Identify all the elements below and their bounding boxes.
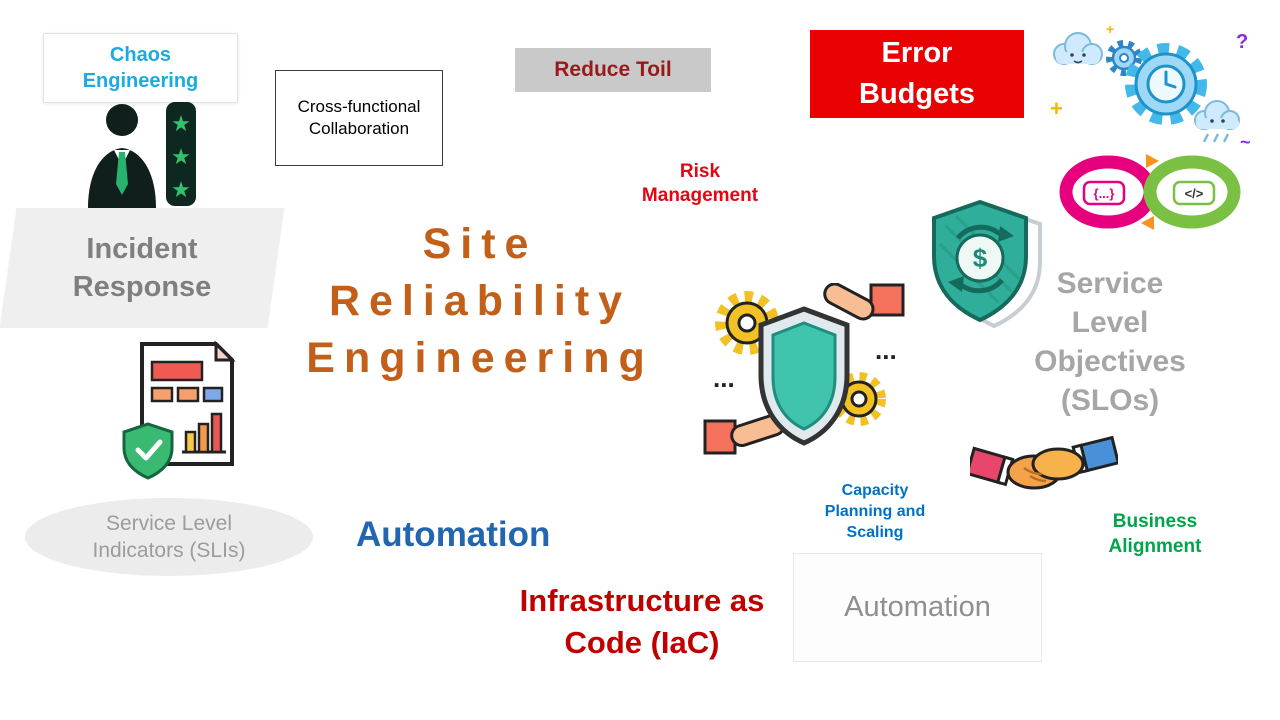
cross-functional-label: Cross-functional Collaboration [297, 96, 421, 138]
svg-text:+: + [1050, 96, 1063, 121]
handshake-icon [970, 426, 1118, 506]
risk-management-label: Risk Management [641, 161, 759, 206]
chaos-engineering-label: Chaos Engineering [82, 44, 199, 92]
svg-text:~: ~ [1240, 132, 1251, 152]
svg-text:$: $ [973, 243, 988, 273]
svg-text:★: ★ [171, 144, 191, 169]
cloud-right [1194, 100, 1240, 143]
reduce-toil-banner: Reduce Toil [515, 48, 711, 92]
svg-text:{...}: {...} [1094, 186, 1115, 201]
svg-text:...: ... [713, 363, 735, 393]
svg-text:★: ★ [171, 111, 191, 136]
svg-text:</>: </> [1185, 186, 1204, 201]
small-gear [1106, 40, 1142, 76]
error-budgets-banner: Error Budgets [810, 30, 1024, 118]
incident-response-label: Incident Response [72, 232, 212, 303]
chaos-engineering-card: Chaos Engineering [43, 33, 238, 103]
cross-functional-card: Cross-functional Collaboration [275, 70, 443, 166]
svg-text:+: + [1106, 21, 1114, 37]
money-shield-icon: $ [922, 196, 1046, 332]
error-budgets-label: Error Budgets [859, 37, 975, 110]
svg-text:?: ? [1236, 31, 1248, 53]
business-alignment-label: Business Alignment [1108, 511, 1202, 557]
reduce-toil-label: Reduce Toil [554, 58, 672, 81]
slo-label: Service Level Objectives (SLOs) [1034, 267, 1186, 417]
svg-text:★: ★ [171, 177, 191, 202]
hand-top-right [823, 283, 905, 321]
automation-secondary-card: Automation [793, 553, 1042, 662]
automation-secondary-label: Automation [844, 591, 991, 623]
iac-label: Infrastructure as Code (IaC) [519, 583, 765, 660]
sli-label: Service Level Indicators (SLIs) [92, 511, 246, 562]
gear-clock [1125, 43, 1207, 125]
incident-response-banner: Incident Response [0, 208, 285, 328]
devops-infinity-icon: + + ? ~ [1046, 20, 1258, 232]
shield-gears-hands-icon: ... ... [703, 283, 905, 465]
cloud-left [1053, 32, 1103, 65]
hand-bottom-left [703, 413, 786, 455]
page-title: Site Reliability Engineering [306, 220, 654, 382]
sli-ellipse: Service Level Indicators (SLIs) [25, 498, 313, 576]
report-chart-icon [120, 336, 252, 482]
automation-primary-label: Automation [356, 515, 551, 554]
svg-text:...: ... [875, 335, 897, 365]
incident-person-icon: ★ ★ ★ [78, 98, 203, 212]
capacity-planning-label: Capacity Planning and Scaling [824, 482, 926, 541]
